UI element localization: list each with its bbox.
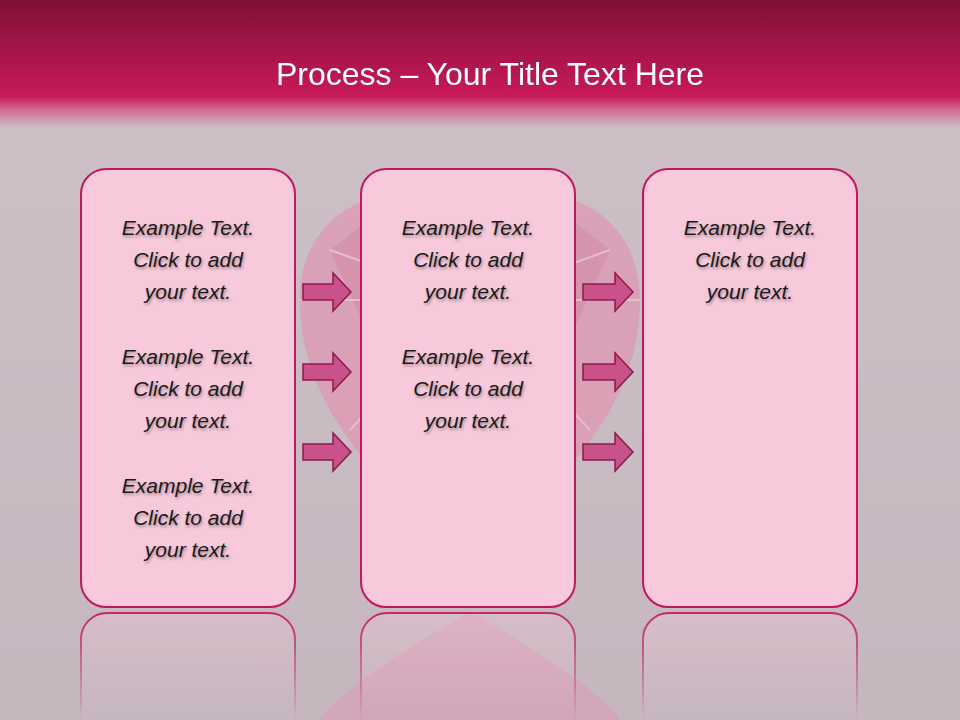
block-arrow [303, 353, 351, 391]
box-reflection [361, 613, 575, 720]
box-text: Example Text. Click to add your text. [113, 470, 263, 566]
box-text: Example Text. Click to add your text. [393, 212, 543, 308]
block-arrow [303, 433, 351, 471]
box-text: Example Text. Click to add your text. [113, 341, 263, 437]
title-bar [0, 0, 960, 128]
box-reflection [643, 613, 857, 720]
block-arrow [583, 273, 633, 311]
block-arrow [583, 433, 633, 471]
block-arrow [303, 273, 351, 311]
box-text: Example Text. Click to add your text. [393, 341, 543, 437]
process-box: Example Text. Click to add your text. [642, 168, 858, 608]
box-text: Example Text. Click to add your text. [113, 212, 263, 308]
box-reflection [81, 613, 295, 720]
box-text: Example Text. Click to add your text. [675, 212, 825, 308]
process-box: Example Text. Click to add your text. Exa… [80, 168, 296, 608]
block-arrow [583, 353, 633, 391]
slide-title: Process – Your Title Text Here [20, 52, 960, 96]
box-reflections [81, 613, 857, 720]
process-box: Example Text. Click to add your text. Exa… [360, 168, 576, 608]
